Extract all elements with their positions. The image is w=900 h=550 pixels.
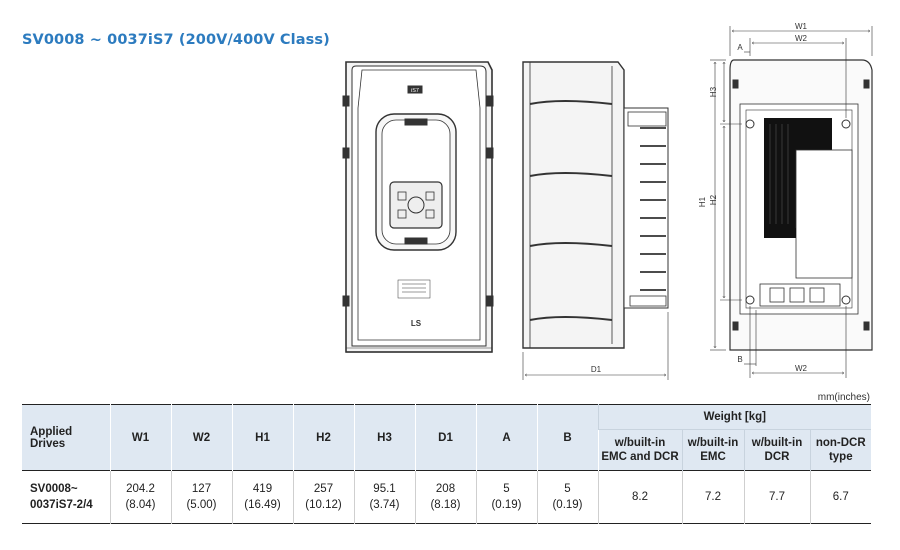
cell-w1: 204.2(8.04) (109, 470, 171, 524)
dim-a-label: A (737, 43, 743, 52)
front-badge-text: iS7 (411, 88, 419, 94)
dim-h1-label: H1 (698, 196, 707, 207)
cell-b: 5(0.19) (536, 470, 598, 524)
header-h3: H3 (353, 404, 415, 471)
dim-h2-label: H2 (709, 194, 718, 205)
side-view-drawing (522, 61, 669, 380)
cell-applied-drives: SV0008~0037iS7-2/4 (22, 470, 110, 524)
rear-view-drawing (710, 26, 873, 378)
cell-h3: 95.1(3.74) (353, 470, 415, 524)
cell-weight-non-dcr: 6.7 (809, 470, 872, 524)
table-row: SV0008~0037iS7-2/4 204.2(8.04) 127(5.00)… (22, 470, 872, 524)
header-w2: W2 (170, 404, 232, 471)
header-h1: H1 (231, 404, 293, 471)
cell-h2: 257(10.12) (292, 470, 354, 524)
header-weight: Weight [kg] (597, 404, 872, 430)
dim-w1-label: W1 (795, 22, 808, 31)
cell-weight-emc: 7.2 (681, 470, 744, 524)
header-w1: W1 (109, 404, 171, 471)
cell-h1: 419(16.49) (231, 470, 293, 524)
front-view-drawing (342, 61, 494, 353)
cell-d1: 208(8.18) (414, 470, 476, 524)
cell-weight-dcr: 7.7 (743, 470, 810, 524)
dim-b-label: B (737, 355, 742, 364)
cell-weight-emc-dcr: 8.2 (597, 470, 682, 524)
front-logo: LS (411, 319, 422, 328)
dim-h3-label: H3 (709, 86, 718, 97)
page-title: SV0008 ~ 0037iS7 (200V/400V Class) (22, 32, 330, 48)
dimensions-table: Applied Drives W1 W2 H1 H2 H3 D1 A B Wei… (22, 404, 872, 524)
dim-w2-bottom-label: W2 (795, 364, 808, 373)
header-d1: D1 (414, 404, 476, 471)
cell-a: 5(0.19) (475, 470, 537, 524)
dimension-drawings: iS7 LS D1 (342, 22, 873, 380)
units-note: mm(inches) (817, 392, 870, 403)
header-applied-drives: Applied Drives (22, 404, 110, 471)
header-h2: H2 (292, 404, 354, 471)
cell-w2: 127(5.00) (170, 470, 232, 524)
header-a: A (475, 404, 537, 471)
dim-w2-top-label: W2 (795, 34, 808, 43)
header-b: B (536, 404, 598, 471)
dim-d1-label: D1 (591, 365, 602, 374)
